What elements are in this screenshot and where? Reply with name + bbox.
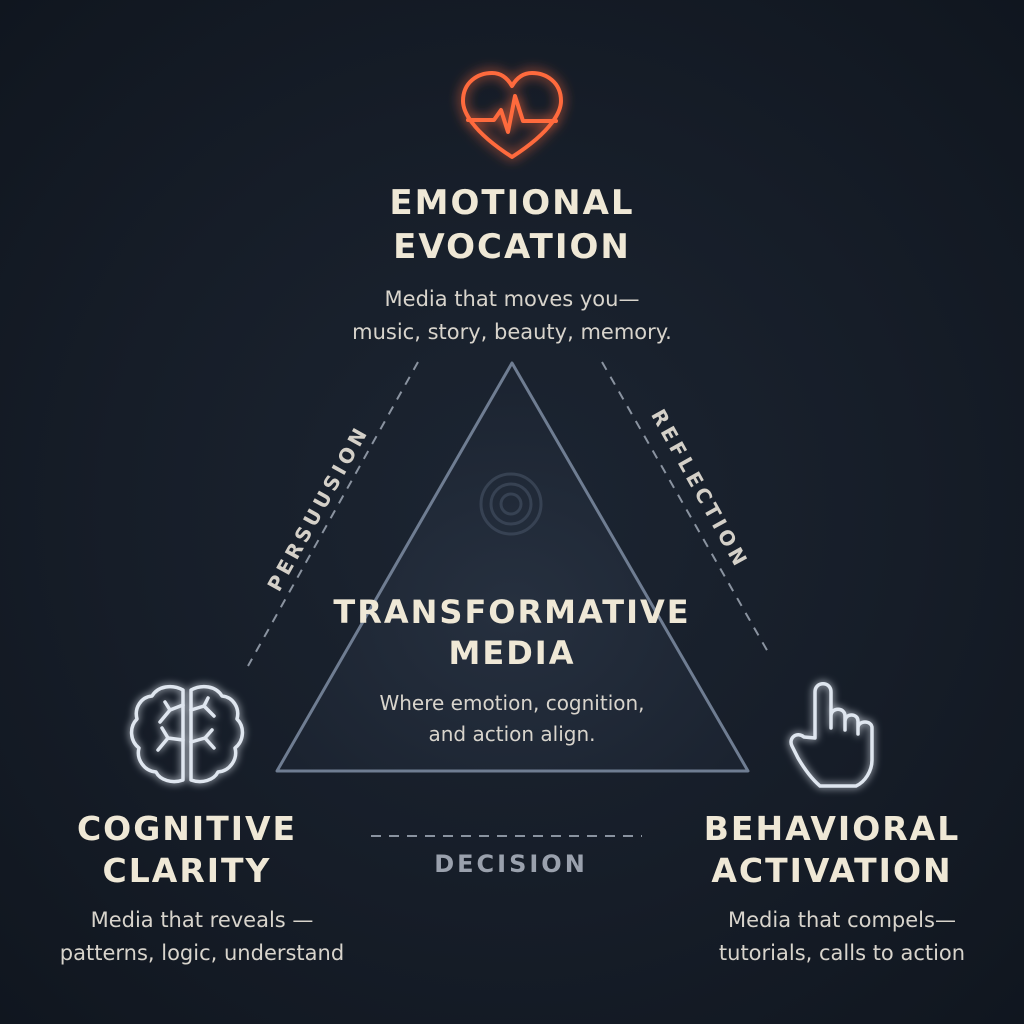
behavioral-activation-desc-line2: tutorials, calls to action [718, 940, 966, 965]
concentric-rings-icon [479, 472, 543, 536]
cognitive-clarity-desc-line2: patterns, logic, understand [59, 940, 345, 965]
behavioral-activation-description: Media that compels— tutorials, calls to … [672, 904, 1012, 969]
cognitive-clarity-title-line1: COGNITIVE [76, 809, 298, 848]
edge-line-left [247, 361, 419, 667]
cognitive-clarity-title: COGNITIVE CLARITY [37, 808, 337, 892]
brain-icon [129, 684, 245, 784]
behavioral-activation-desc-line1: Media that compels— [728, 908, 956, 932]
edge-line-right [601, 361, 769, 653]
transformative-media-title-line2: MEDIA [448, 633, 576, 672]
cognitive-clarity-title-line2: CLARITY [102, 851, 272, 891]
emotional-evocation-description: Media that moves you— music, story, beau… [300, 283, 724, 348]
emotional-evocation-desc-line2: music, story, beauty, memory. [352, 319, 672, 344]
behavioral-activation-title-line1: BEHAVIORAL [703, 809, 961, 848]
transformative-media-title: TRANSFORMATIVE MEDIA [292, 592, 732, 674]
pointing-hand-icon [789, 682, 874, 788]
emotional-evocation-desc-line1: Media that moves you— [384, 287, 640, 311]
emotional-evocation-title: EMOTIONAL EVOCATION [312, 182, 712, 269]
transformative-media-description: Where emotion, cognition, and action ali… [312, 688, 712, 750]
cognitive-clarity-desc-line1: Media that reveals — [90, 908, 314, 932]
central-triangle [275, 361, 750, 773]
cognitive-clarity-description: Media that reveals — patterns, logic, un… [22, 904, 382, 969]
transformative-media-title-line1: TRANSFORMATIVE [333, 593, 691, 631]
behavioral-activation-title-line2: ACTIVATION [711, 851, 953, 891]
heart-pulse-icon [461, 71, 563, 159]
edge-label-decision: DECISION [434, 850, 588, 878]
transformative-media-desc-line2: and action align. [428, 722, 596, 746]
emotional-evocation-title-line2: EVOCATION [393, 226, 631, 267]
behavioral-activation-title: BEHAVIORAL ACTIVATION [682, 808, 982, 892]
emotional-evocation-title-line1: EMOTIONAL [389, 183, 635, 223]
transformative-media-desc-line1: Where emotion, cognition, [379, 691, 645, 715]
